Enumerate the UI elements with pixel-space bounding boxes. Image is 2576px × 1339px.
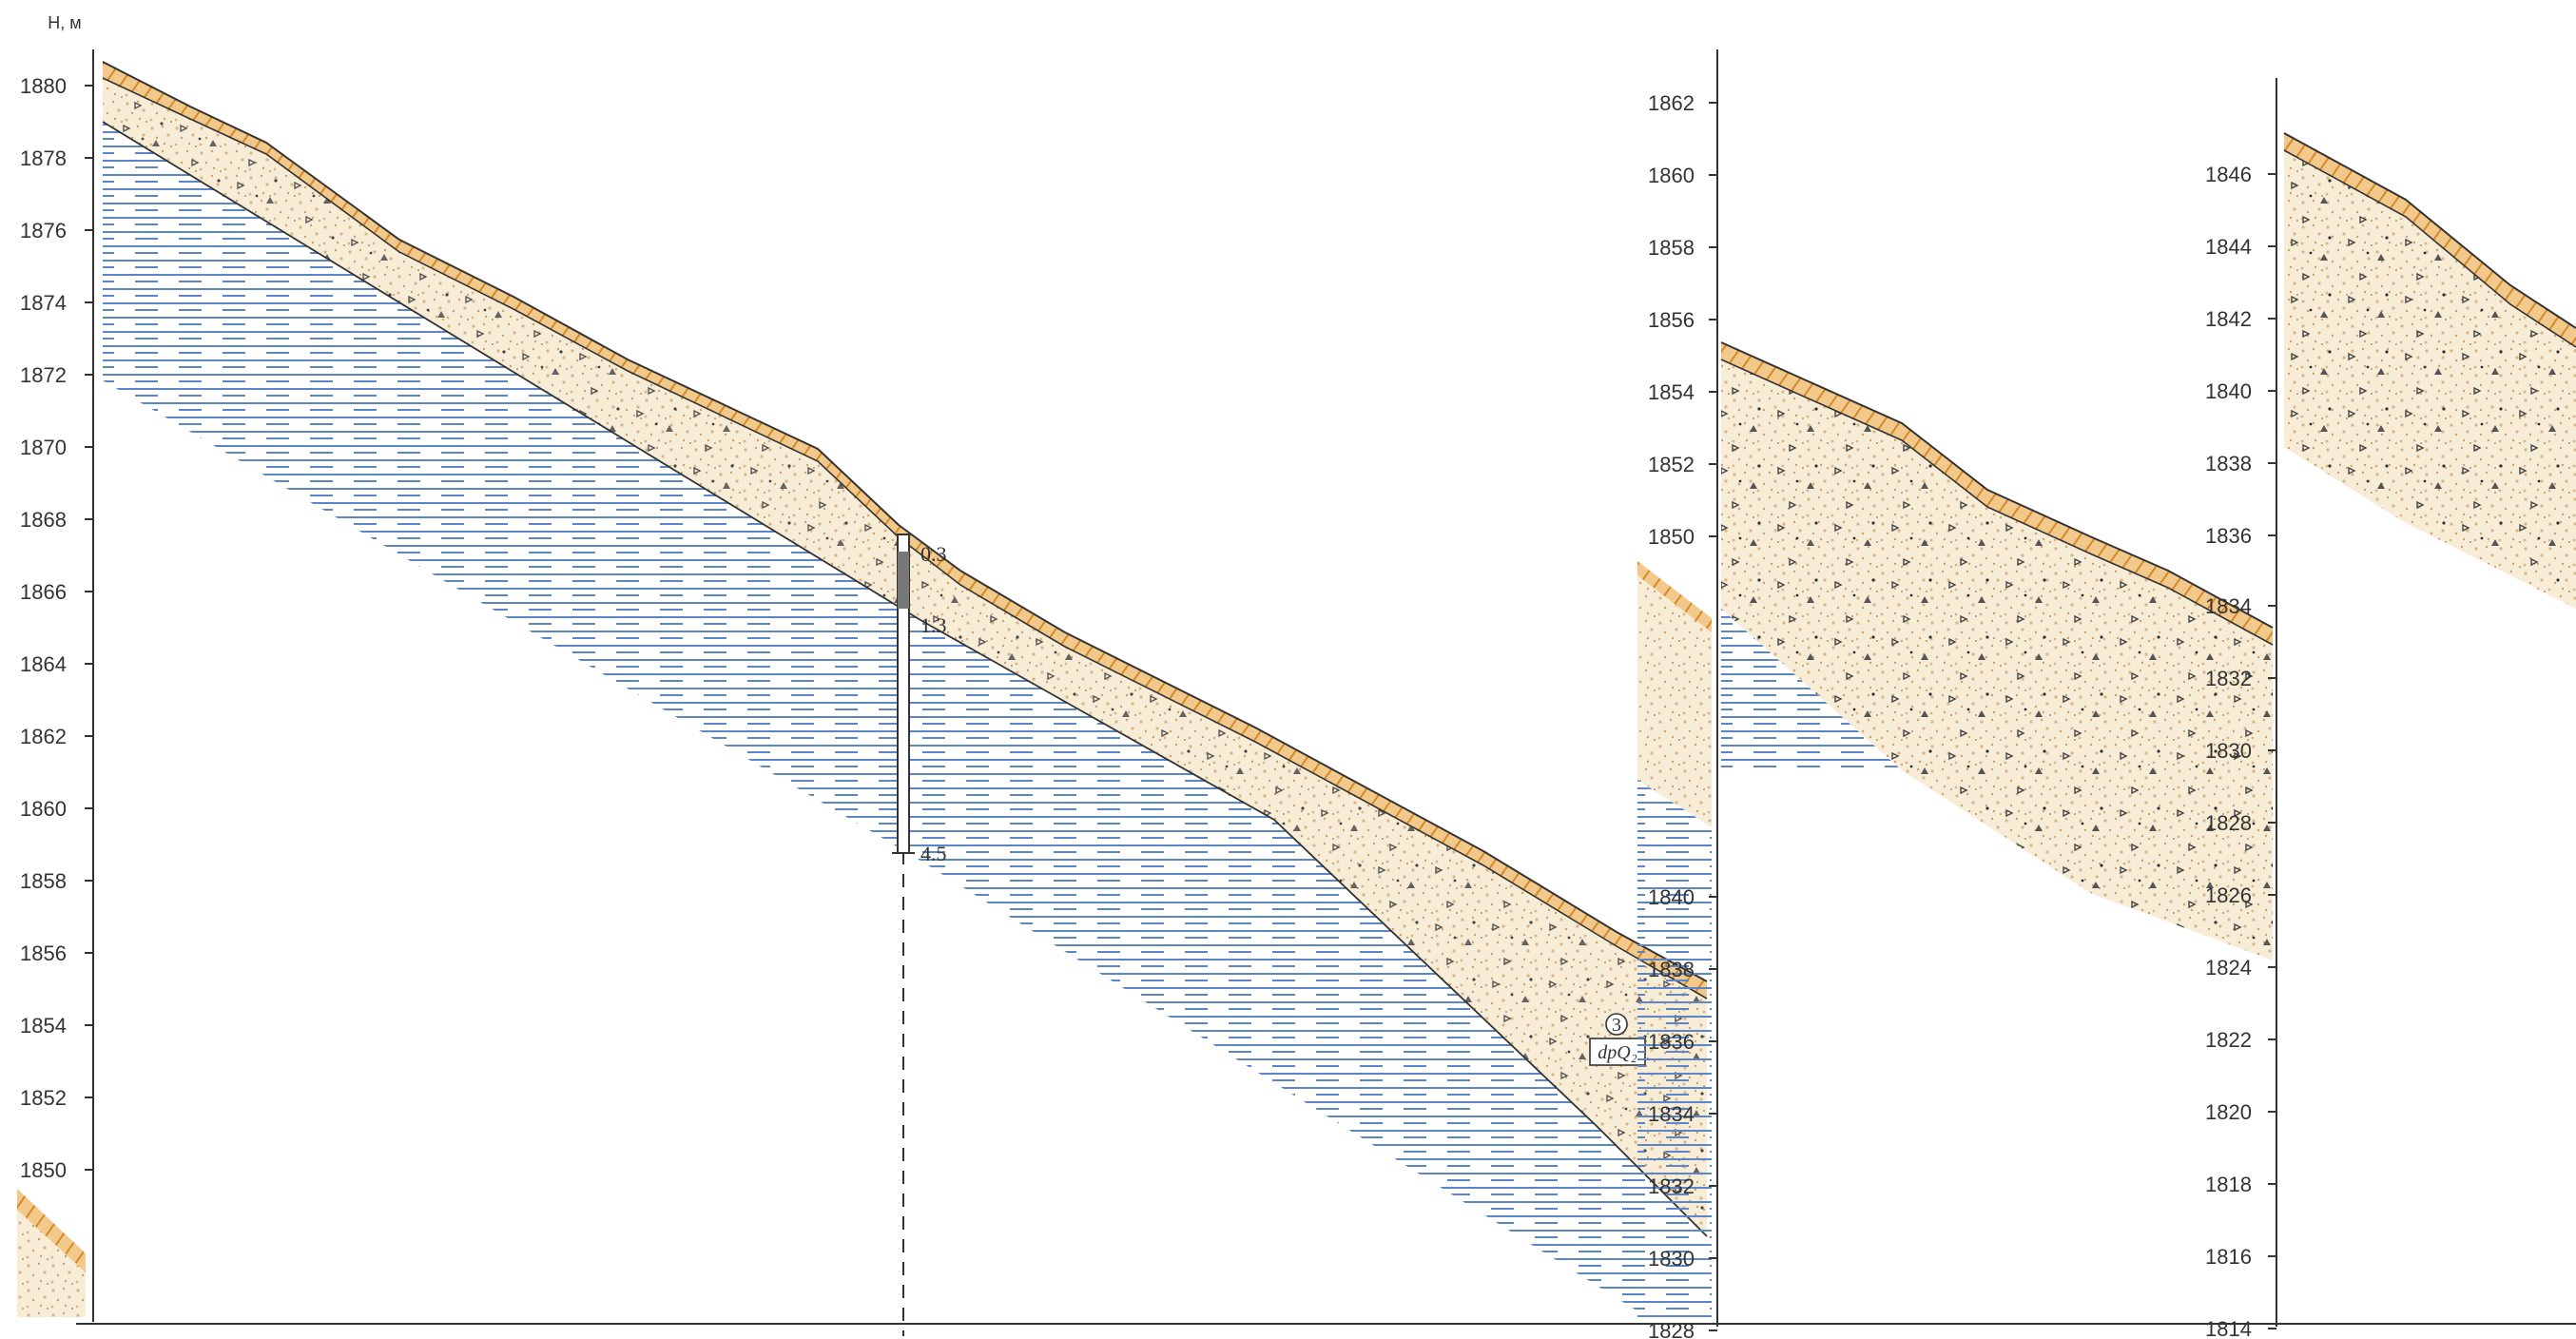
middle-fragment-hatch bbox=[1637, 780, 1712, 1322]
axis-tick-label: 1852 bbox=[1648, 453, 1695, 476]
axis-tick-label: 1826 bbox=[2205, 883, 2252, 907]
axis-tick-label: 1838 bbox=[2205, 452, 2252, 475]
fragment-soil bbox=[17, 1189, 86, 1272]
axis-tick-label: 1872 bbox=[20, 363, 67, 387]
axis-tick-label: 1838 bbox=[1648, 958, 1695, 981]
axis-tick-label: 1854 bbox=[1648, 380, 1695, 404]
middle-lower-axis-ticks: 1840 1838 1836 1834 1832 1830 1828 bbox=[1648, 885, 1717, 1339]
axis-tick-label: 1840 bbox=[2205, 379, 2252, 403]
axis-tick-label: 1870 bbox=[20, 436, 67, 459]
layer-index-label: dpQ₂ bbox=[1598, 1042, 1637, 1063]
axis-tick-label: 1832 bbox=[2205, 667, 2252, 690]
axis-tick-label: 1816 bbox=[2205, 1245, 2252, 1269]
middle-section: 1862 1860 1858 1856 1854 1852 1850 1840 1838 183… bbox=[1637, 49, 2274, 1339]
axis-tick-label: 1860 bbox=[20, 797, 67, 821]
axis-tick-label: 1858 bbox=[20, 869, 67, 893]
bedrock-contact-line bbox=[102, 121, 1708, 1237]
axis-tick-label: 1836 bbox=[2205, 524, 2252, 548]
left-axis-ticks: 1880 1878 1876 1874 1872 1870 1868 1866 1864 1862… bbox=[20, 74, 93, 1182]
left-section: H, м 1880 1878 1876 1874 1872 1870 1868 1866 186… bbox=[17, 13, 1708, 1336]
right-lower-axis-ticks: 1834 1832 1830 1828 1826 1824 1822 1820 1818 1816… bbox=[2205, 594, 2276, 1339]
axis-tick-label: 1866 bbox=[20, 580, 67, 604]
right-soil-top bbox=[2284, 133, 2576, 347]
middle-surface-line bbox=[1720, 341, 2274, 629]
middle-fragment-sand bbox=[1637, 561, 1712, 827]
layer-number-circle bbox=[1605, 1013, 1628, 1036]
axis-tick-label: 1828 bbox=[2205, 811, 2252, 835]
layer-index-marker: 3 dpQ₂ bbox=[1589, 1013, 1646, 1066]
axis-tick-label: 1830 bbox=[2205, 739, 2252, 763]
depth-label-3: 4.5 bbox=[920, 842, 947, 865]
surface-line bbox=[102, 61, 1708, 982]
right-gravel-marks bbox=[2284, 133, 2576, 609]
middle-gravel-marks bbox=[1721, 342, 2273, 961]
axis-tick-label: 1858 bbox=[1648, 236, 1695, 260]
axis-tick-label: 1830 bbox=[1648, 1247, 1695, 1271]
axis-tick-label: 1880 bbox=[20, 74, 67, 98]
axis-tick-label: 1824 bbox=[2205, 956, 2252, 980]
axis-tick-label: 1832 bbox=[1648, 1174, 1695, 1198]
right-axis-ticks: 1846 1844 1842 1840 1838 1836 bbox=[2205, 163, 2276, 548]
axis-tick-label: 1842 bbox=[2205, 307, 2252, 331]
middle-fragment-soil bbox=[1637, 561, 1712, 632]
axis-tick-label: 1856 bbox=[1648, 308, 1695, 332]
axis-tick-label: 1852 bbox=[20, 1086, 67, 1110]
axis-tick-label: 1850 bbox=[20, 1158, 67, 1182]
axis-tick-label: 1820 bbox=[2205, 1100, 2252, 1124]
axis-tick-label: 1814 bbox=[2205, 1317, 2252, 1339]
axis-tick-label: 1834 bbox=[2205, 594, 2252, 618]
depth-label-2: 1.3 bbox=[920, 613, 947, 637]
axis-unit-label: H, м bbox=[48, 13, 81, 32]
axis-tick-label: 1856 bbox=[20, 941, 67, 965]
axis-tick-label: 1862 bbox=[20, 725, 67, 748]
axis-tick-label: 1844 bbox=[2205, 235, 2252, 259]
axis-tick-label: 1876 bbox=[20, 219, 67, 243]
borehole: 0.3 1.3 4.5 bbox=[892, 534, 947, 1336]
gravel-marks bbox=[103, 78, 1707, 1236]
axis-tick-label: 1822 bbox=[2205, 1028, 2252, 1052]
soil-base-line bbox=[102, 77, 1708, 999]
middle-axis-ticks: 1862 1860 1858 1856 1854 1852 1850 bbox=[1648, 91, 1717, 549]
axis-tick-label: 1878 bbox=[20, 146, 67, 170]
axis-tick-label: 1840 bbox=[1648, 885, 1695, 909]
axis-tick-label: 1874 bbox=[20, 291, 67, 315]
bedrock-mask bbox=[103, 380, 1655, 1322]
middle-hatch bbox=[1721, 609, 1902, 770]
borehole-soil-interval bbox=[898, 552, 909, 609]
axis-tick-label: 1846 bbox=[2205, 163, 2252, 186]
layer-number: 3 bbox=[1612, 1015, 1621, 1036]
middle-soil-base-line bbox=[1720, 359, 2274, 646]
middle-soil-top bbox=[1721, 342, 2273, 645]
depth-label-1: 0.3 bbox=[920, 542, 947, 566]
right-section: 1846 1844 1842 1840 1838 1836 1834 1832 1830 182… bbox=[2205, 78, 2576, 1339]
axis-tick-label: 1868 bbox=[20, 508, 67, 532]
right-soil-base-line bbox=[2283, 149, 2576, 348]
axis-tick-label: 1864 bbox=[20, 652, 67, 676]
axis-tick-label: 1854 bbox=[20, 1014, 67, 1038]
axis-tick-label: 1862 bbox=[1648, 91, 1695, 115]
axis-tick-label: 1818 bbox=[2205, 1173, 2252, 1196]
axis-tick-label: 1850 bbox=[1648, 525, 1695, 549]
axis-tick-label: 1828 bbox=[1648, 1319, 1695, 1339]
axis-tick-label: 1860 bbox=[1648, 164, 1695, 187]
axis-tick-label: 1836 bbox=[1648, 1030, 1695, 1054]
right-surface-line bbox=[2283, 132, 2576, 329]
axis-tick-label: 1834 bbox=[1648, 1102, 1695, 1126]
